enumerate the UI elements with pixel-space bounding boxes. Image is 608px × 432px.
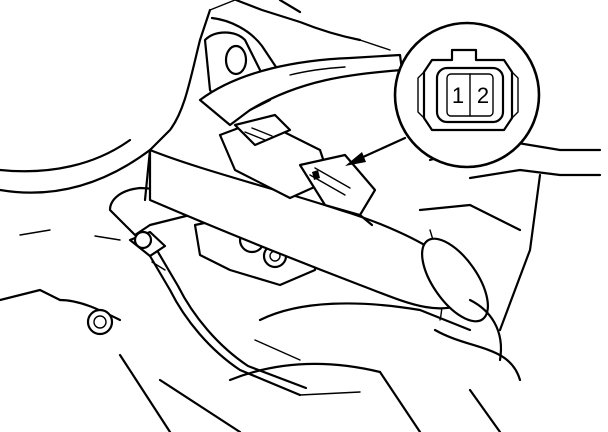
ground-strap	[128, 230, 308, 397]
callout-arrow	[345, 136, 407, 166]
sensor-connector	[218, 113, 377, 227]
pin-label-2: 2	[477, 83, 489, 108]
pin-label-1: 1	[452, 83, 464, 108]
connector-inset: 1 2	[393, 21, 541, 169]
